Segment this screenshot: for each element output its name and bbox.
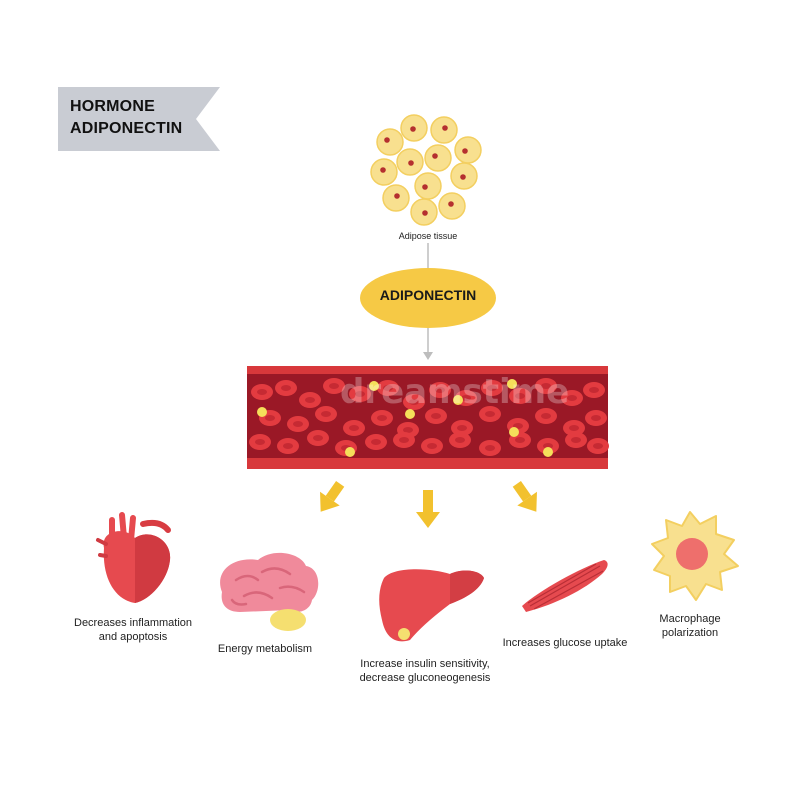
effect-liver-line-2: decrease gluconeogenesis — [359, 672, 491, 684]
fat-cell — [396, 148, 424, 176]
red-blood-cell — [287, 416, 309, 432]
fat-cell — [370, 158, 398, 186]
adiponectin-ellipse — [360, 268, 496, 328]
red-blood-cell — [315, 406, 337, 422]
effect-label-macrophage: Macrophage polarization — [640, 612, 740, 640]
red-blood-cell — [393, 432, 415, 448]
red-blood-cell — [307, 430, 329, 446]
effect-macro-line-1: Macrophage — [659, 613, 721, 625]
blood-cells — [249, 378, 609, 457]
page-title: HORMONE ADIPONECTIN — [70, 96, 182, 140]
adiponectin-molecule — [507, 379, 517, 389]
effect-label-heart: Decreases inflammation and apoptosis — [58, 616, 208, 644]
arrow-center — [416, 490, 440, 528]
adipose-tissue-icon — [370, 114, 482, 226]
red-blood-cell — [425, 408, 447, 424]
adiponectin-molecule — [345, 447, 355, 457]
fat-cell — [410, 198, 438, 226]
effect-label-liver: Increase insulin sensitivity, decrease g… — [340, 657, 510, 685]
fat-cell — [424, 144, 452, 172]
fat-cell — [376, 128, 404, 156]
red-blood-cell — [449, 432, 471, 448]
adiponectin-molecule — [257, 407, 267, 417]
adiponectin-label: ADIPONECTIN — [379, 287, 477, 303]
fat-cell — [414, 172, 442, 200]
banner-shape — [58, 87, 220, 151]
red-blood-cell — [277, 438, 299, 454]
red-blood-cell — [563, 420, 585, 436]
arrow-left — [320, 481, 345, 512]
red-blood-cell — [249, 434, 271, 450]
red-blood-cell — [251, 384, 273, 400]
red-blood-cell — [343, 420, 365, 436]
adiponectin-molecule — [543, 447, 553, 457]
red-blood-cell — [583, 382, 605, 398]
red-blood-cell — [377, 380, 399, 396]
red-blood-cell — [535, 378, 557, 394]
red-blood-cell — [479, 440, 501, 456]
effect-macro-line-2: polarization — [661, 627, 719, 639]
effect-muscle-line-1: Increases glucose uptake — [502, 637, 628, 649]
effect-liver-line-1: Increase insulin sensitivity, — [360, 658, 490, 670]
red-blood-cell — [537, 438, 559, 454]
effect-label-muscle: Increases glucose uptake — [500, 636, 630, 650]
red-blood-cell — [365, 434, 387, 450]
adiponectin-molecule — [369, 381, 379, 391]
fat-cell — [400, 114, 428, 142]
red-blood-cell — [481, 380, 503, 396]
red-blood-cell — [565, 432, 587, 448]
red-blood-cell — [509, 388, 531, 404]
liver-icon — [379, 569, 484, 642]
title-line-1: HORMONE — [70, 98, 155, 115]
adipose-tissue-label: Adipose tissue — [398, 231, 458, 241]
fat-cell — [430, 116, 458, 144]
heart-icon — [96, 512, 171, 603]
fat-cell — [450, 162, 478, 190]
red-blood-cell — [323, 378, 345, 394]
red-blood-cell — [421, 438, 443, 454]
red-blood-cell — [371, 410, 393, 426]
red-blood-cell — [587, 438, 609, 454]
red-blood-cell — [451, 420, 473, 436]
red-blood-cell — [275, 380, 297, 396]
red-blood-cell — [349, 386, 371, 402]
macrophage-icon — [651, 511, 739, 601]
effect-label-brain: Energy metabolism — [205, 642, 325, 656]
red-blood-cell — [479, 406, 501, 422]
effect-brain-line-1: Energy metabolism — [217, 643, 313, 655]
brain-icon — [220, 552, 319, 631]
red-blood-cell — [535, 408, 557, 424]
adiponectin-molecule — [453, 395, 463, 405]
fat-cell — [438, 192, 466, 220]
red-blood-cell — [299, 392, 321, 408]
effect-heart-line-2: and apoptosis — [98, 631, 168, 643]
fat-cell — [382, 184, 410, 212]
red-blood-cell — [585, 410, 607, 426]
fat-cell — [454, 136, 482, 164]
arrow-right — [512, 481, 537, 512]
effect-heart-line-1: Decreases inflammation — [74, 617, 192, 629]
adiponectin-molecule — [509, 427, 519, 437]
connector-arrowhead — [423, 352, 433, 360]
title-line-2: ADIPONECTIN — [70, 120, 183, 137]
red-blood-cell — [429, 382, 451, 398]
red-blood-cell — [403, 394, 425, 410]
red-blood-cell — [561, 390, 583, 406]
adiponectin-molecule — [405, 409, 415, 419]
title-banner: HORMONE ADIPONECTIN — [58, 87, 220, 151]
muscle-icon — [522, 560, 608, 612]
